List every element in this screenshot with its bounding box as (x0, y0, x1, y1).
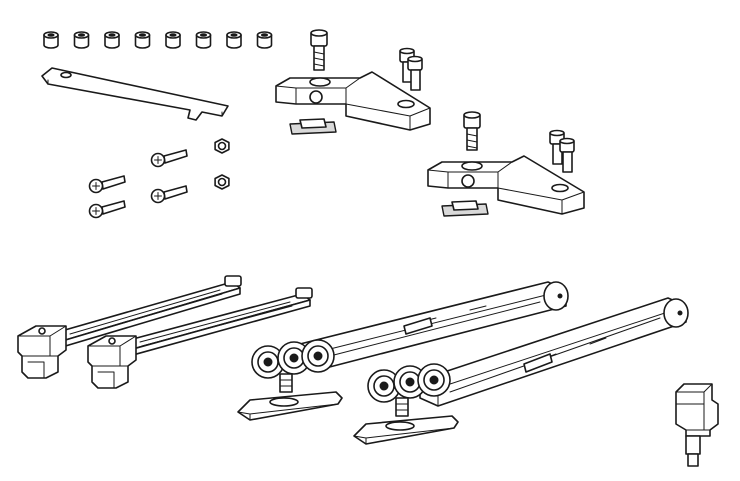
grub-screw (256, 31, 273, 49)
roller-wheel (417, 363, 451, 397)
bracket-bolt (463, 111, 481, 151)
hex-nut (214, 174, 230, 190)
roller-wheel (301, 339, 335, 373)
mounting-bracket-lower (427, 111, 585, 217)
phillips-screw (150, 149, 188, 168)
grub-screw (104, 31, 120, 49)
door-stop-rail (17, 275, 242, 379)
phillips-screw (150, 185, 188, 204)
grub-screw (134, 31, 151, 49)
roller-trolley-damper (353, 297, 689, 445)
roller-wheel (277, 341, 311, 375)
phillips-screw-group (88, 149, 188, 219)
grub-screw (73, 31, 90, 49)
bracket-bolt (549, 129, 575, 173)
bracket-bolt (310, 29, 328, 71)
end-clip (675, 383, 719, 467)
grub-screw (165, 31, 181, 49)
grub-screw (195, 31, 212, 49)
grub-screw (43, 31, 59, 49)
adjustment-wrench (41, 67, 229, 121)
hex-nut (214, 138, 230, 154)
hex-nut-group (214, 138, 230, 190)
phillips-screw (88, 175, 126, 194)
roller-wheel (367, 369, 401, 403)
roller-wheel (251, 345, 285, 379)
grub-screw (226, 31, 242, 49)
grub-screw-row (43, 31, 273, 49)
roller-trolley-damper (237, 281, 569, 421)
mounting-bracket-upper (275, 29, 431, 135)
bracket-bolt (399, 47, 423, 91)
door-stop-rail (87, 287, 313, 389)
phillips-screw (88, 200, 126, 219)
roller-wheel (393, 365, 427, 399)
